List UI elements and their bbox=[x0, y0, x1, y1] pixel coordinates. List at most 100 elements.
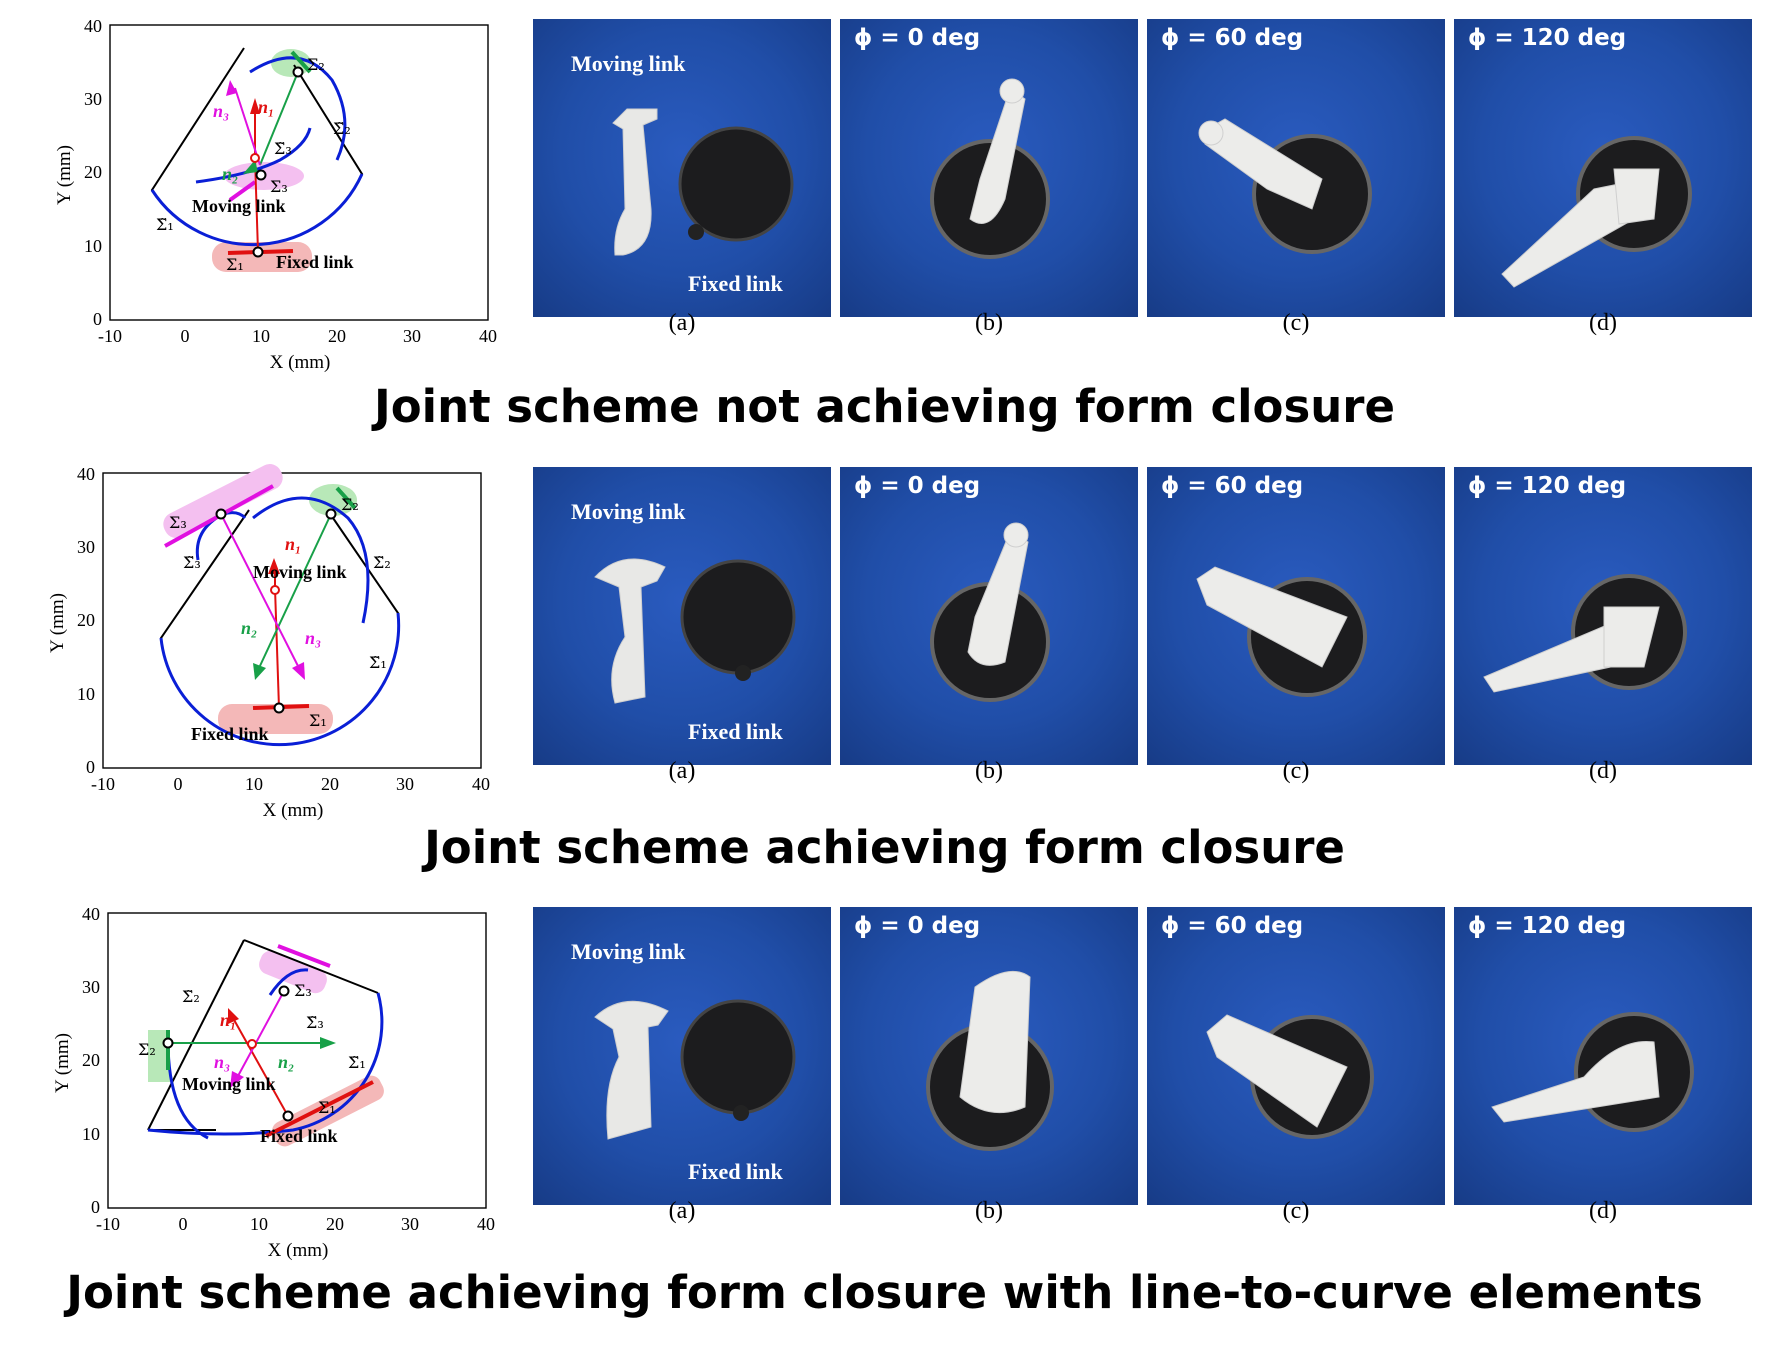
photo-panel-a: Moving link Fixed link bbox=[533, 907, 831, 1205]
fixed-sigma2-line bbox=[290, 50, 312, 74]
normal-n3-line bbox=[237, 990, 285, 1077]
phi-label: ϕ = 60 deg bbox=[1161, 25, 1304, 51]
label-fixed-link: Fixed link bbox=[276, 252, 354, 272]
phi-label: ϕ = 60 deg bbox=[1161, 913, 1304, 939]
label-n2: n₂ bbox=[241, 618, 257, 638]
normal-n2-line bbox=[258, 513, 332, 669]
label-sigma3: Σ₃ bbox=[169, 513, 187, 532]
ytick-30: 30 bbox=[84, 89, 102, 109]
label-sigma1: Σ₁ bbox=[226, 255, 244, 274]
xtick-10: 10 bbox=[250, 1214, 268, 1234]
ytick-0: 0 bbox=[86, 757, 95, 777]
plot-line-to-curve: Σ̃₂ Σ₂ Σ₃ Σ̃₃ Σ̃₁ Σ₁ n₁ n₂ n₃ Moving lin… bbox=[52, 898, 548, 1278]
label-sigma1-tilde: Σ̃₁ bbox=[156, 215, 174, 234]
sector-edge-left bbox=[147, 939, 245, 1131]
curve-sigma3-tilde bbox=[268, 968, 309, 996]
plot-svg: Σ₂ Σ̃₂ Σ₃ Σ̃₃ Σ̃₁ Σ₁ n₁ n₂ n₃ Moving lin… bbox=[47, 464, 490, 821]
parts-illustration bbox=[612, 108, 794, 256]
xtick-40: 40 bbox=[479, 326, 497, 346]
label-sigma2-tilde: Σ̃₂ bbox=[373, 553, 391, 572]
fixed-sigma2-line bbox=[335, 486, 357, 510]
plot-frame bbox=[107, 912, 487, 1209]
photo-panel-d: ϕ = 120 deg bbox=[1454, 19, 1752, 317]
label-n1: n₁ bbox=[258, 97, 274, 117]
contact-point-1 bbox=[282, 1110, 294, 1122]
row-title: Joint scheme achieving form closure with… bbox=[66, 1266, 1703, 1319]
assembly-illustration bbox=[1501, 136, 1692, 288]
photo-label-fixed-link: Fixed link bbox=[688, 1159, 783, 1184]
assembly-illustration bbox=[1491, 1012, 1694, 1132]
label-n2: n₂ bbox=[222, 164, 238, 184]
contact-point-3 bbox=[255, 169, 267, 181]
x-axis-label: X (mm) bbox=[270, 352, 331, 373]
caption-a: (a) bbox=[668, 758, 696, 784]
assembly-illustration bbox=[1196, 566, 1367, 697]
label-sigma1: Σ₁ bbox=[309, 711, 327, 730]
label-sigma2: Σ₂ bbox=[138, 1040, 156, 1059]
curve-sigma1-tilde bbox=[150, 173, 364, 247]
xtick-0: 0 bbox=[181, 326, 190, 346]
label-sigma1: Σ₁ bbox=[318, 1098, 336, 1117]
normal-n1-arrow bbox=[228, 1008, 239, 1024]
x-ticks: -10 0 10 20 30 40 bbox=[96, 1214, 495, 1234]
xtick-40: 40 bbox=[477, 1214, 495, 1234]
photo-panel-b: ϕ = 0 deg bbox=[840, 19, 1138, 317]
caption-d: (d) bbox=[1589, 1198, 1617, 1224]
x-axis-label: X (mm) bbox=[268, 1240, 329, 1261]
curve-sigma1-tilde bbox=[159, 612, 401, 747]
x-ticks: -10 0 10 20 30 40 bbox=[91, 774, 490, 794]
contact-point-2 bbox=[292, 66, 304, 78]
fixed-link-part bbox=[678, 126, 794, 242]
label-sigma1-tilde: Σ̃₁ bbox=[369, 653, 387, 672]
photo-panel-a: Moving link Fixed link bbox=[533, 19, 831, 317]
phi-label: ϕ = 0 deg bbox=[854, 25, 981, 51]
fixed-sigma1-line bbox=[265, 1080, 374, 1138]
xtick-20: 20 bbox=[321, 774, 339, 794]
photo-panel-c: ϕ = 60 deg bbox=[1147, 907, 1445, 1205]
xtick-10: 10 bbox=[252, 326, 270, 346]
curve-sigma3-tilde bbox=[195, 127, 312, 184]
label-moving-link: Moving link bbox=[192, 196, 286, 216]
normal-n3-line bbox=[220, 513, 300, 669]
caption-c: (c) bbox=[1282, 1198, 1310, 1224]
highlight-sigma2 bbox=[309, 484, 357, 516]
caption-c: (c) bbox=[1282, 310, 1310, 336]
normal-n1-arrow bbox=[268, 558, 280, 574]
plot-not-form-closure: Σ₂ Σ̃₂ Σ̃₃ Σ₃ Σ₁ Σ̃₁ n₁ n₂ n₃ Moving lin… bbox=[54, 10, 550, 390]
photo-label-moving-link: Moving link bbox=[571, 939, 686, 964]
assembly-illustration bbox=[930, 78, 1050, 259]
y-ticks: 0 10 20 30 40 bbox=[77, 464, 95, 777]
label-n1: n₁ bbox=[285, 534, 301, 554]
plot-form-closure: Σ₂ Σ̃₂ Σ₃ Σ̃₃ Σ̃₁ Σ₁ n₁ n₂ n₃ Moving lin… bbox=[47, 458, 543, 838]
plot-frame bbox=[109, 24, 489, 321]
normal-n1-arrow bbox=[250, 98, 260, 114]
label-sigma2: Σ₂ bbox=[341, 495, 359, 514]
contact-point-3 bbox=[215, 508, 227, 520]
label-n3: n₃ bbox=[305, 628, 321, 648]
scheme-row-2: Σ₂ Σ̃₂ Σ₃ Σ̃₃ Σ̃₁ Σ₁ n₁ n₂ n₃ Moving lin… bbox=[0, 448, 1769, 888]
xtick-20: 20 bbox=[326, 1214, 344, 1234]
label-moving-link: Moving link bbox=[253, 562, 347, 582]
phi-label: ϕ = 120 deg bbox=[1468, 25, 1627, 51]
caption-b: (b) bbox=[975, 1198, 1003, 1224]
label-sigma3: Σ₃ bbox=[294, 981, 312, 1000]
label-moving-link: Moving link bbox=[182, 1074, 276, 1094]
fixed-sigma3-line bbox=[277, 944, 331, 968]
highlight-sigma1 bbox=[218, 704, 333, 734]
normal-n2-arrow bbox=[253, 663, 266, 680]
intersection-point bbox=[250, 153, 260, 163]
xtick-m10: -10 bbox=[96, 1214, 120, 1234]
curve-sigma1-tilde bbox=[147, 992, 384, 1136]
xtick-m10: -10 bbox=[98, 326, 122, 346]
photo-panel-b: ϕ = 0 deg bbox=[840, 907, 1138, 1205]
assembly-illustration bbox=[1483, 574, 1687, 693]
contact-point-1 bbox=[252, 246, 264, 258]
normal-n3-line bbox=[234, 87, 261, 166]
assembly-illustration bbox=[1198, 118, 1372, 254]
y-axis-label: Y (mm) bbox=[54, 145, 75, 205]
caption-d: (d) bbox=[1589, 310, 1617, 336]
label-sigma2: Σ₂ bbox=[307, 55, 325, 74]
curve-sigma2-tilde bbox=[249, 56, 347, 161]
scheme-row-1: Σ₂ Σ̃₂ Σ̃₃ Σ₃ Σ₁ Σ̃₁ n₁ n₂ n₃ Moving lin… bbox=[0, 0, 1769, 440]
normal-n1-line bbox=[274, 587, 280, 709]
